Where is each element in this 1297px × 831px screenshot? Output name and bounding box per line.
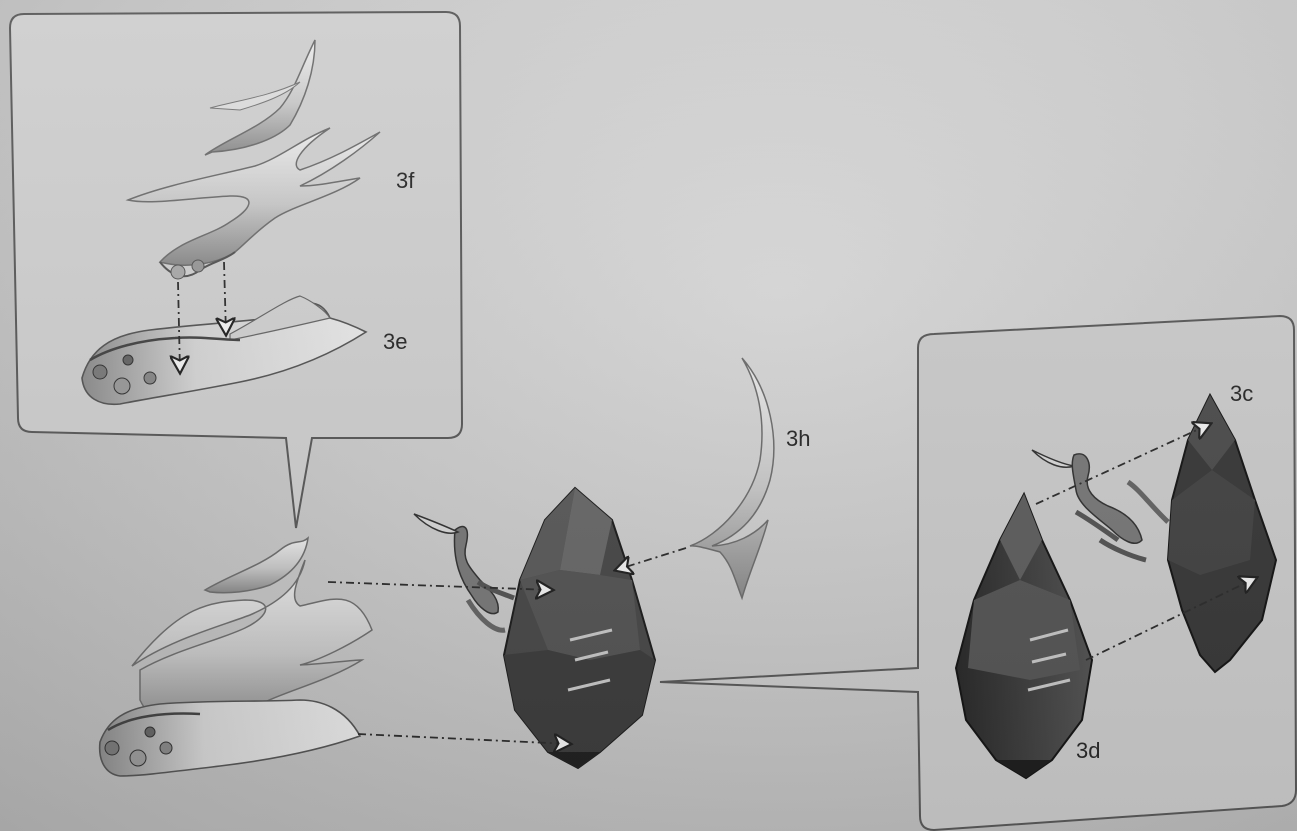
main-branch: [414, 514, 514, 630]
assembly-horns-main: [100, 538, 372, 776]
main-crystal: [504, 488, 655, 768]
label-3d: 3d: [1076, 740, 1100, 762]
callout-detail-3e-3f: [10, 12, 462, 528]
part-3h-horn: [690, 358, 774, 598]
label-3c: 3c: [1230, 383, 1253, 405]
label-3h: 3h: [786, 428, 810, 450]
label-3e: 3e: [383, 331, 407, 353]
label-3f: 3f: [396, 170, 414, 192]
